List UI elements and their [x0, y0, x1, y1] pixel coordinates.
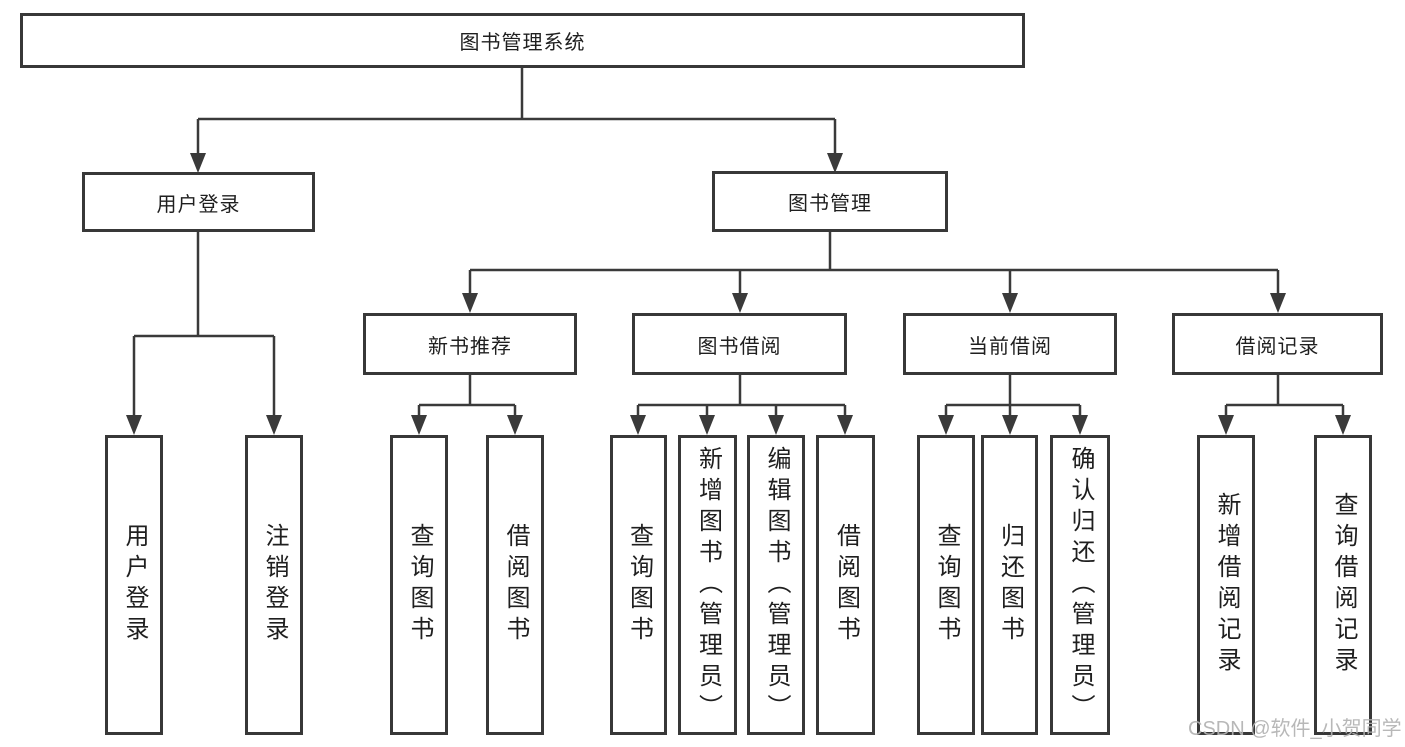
connector-records-to-leaves	[1224, 375, 1345, 416]
leaf-rec-borrow-books-label: 借阅图书	[502, 523, 529, 647]
arrowheads	[126, 153, 1351, 435]
connector-root-to-level2	[196, 68, 837, 154]
node-book-borrow: 图书借阅	[632, 313, 847, 375]
leaf-rec-query-books: 查询图书	[390, 435, 448, 735]
connector-newrec-to-leaves	[417, 375, 517, 416]
leaf-br-add-record: 新增借阅记录	[1197, 435, 1255, 735]
node-borrow-records: 借阅记录	[1172, 313, 1383, 375]
leaf-bb-edit-books-admin: 编辑图书（管理员）	[747, 435, 805, 735]
leaf-user-login-label: 用户登录	[121, 523, 148, 647]
leaf-logout-label: 注销登录	[261, 523, 288, 647]
leaf-bb-query-books-label: 查询图书	[625, 523, 653, 647]
node-book-management: 图书管理	[712, 171, 948, 232]
leaf-br-query-record-label: 查询借阅记录	[1330, 492, 1357, 678]
leaf-cb-query-books: 查询图书	[917, 435, 975, 735]
leaf-br-add-record-label: 新增借阅记录	[1213, 492, 1240, 678]
connector-current-to-leaves	[944, 375, 1082, 416]
leaf-bb-query-books: 查询图书	[610, 435, 667, 735]
leaf-cb-query-books-label: 查询图书	[933, 523, 960, 647]
connector-borrow-to-leaves	[636, 375, 847, 416]
node-user-login: 用户登录	[82, 172, 315, 232]
leaf-cb-confirm-return-admin-label: 确认归还（管理员）	[1067, 445, 1094, 725]
connector-userlogin-to-leaves	[132, 232, 276, 416]
leaf-br-query-record: 查询借阅记录	[1314, 435, 1372, 735]
node-root: 图书管理系统	[20, 13, 1025, 68]
leaf-rec-query-books-label: 查询图书	[406, 523, 433, 647]
leaf-bb-borrow-books-label: 借阅图书	[832, 523, 860, 647]
leaf-cb-confirm-return-admin: 确认归还（管理员）	[1050, 435, 1110, 735]
csdn-watermark: CSDN @软件_小贺同学	[1188, 718, 1402, 740]
leaf-cb-return-books: 归还图书	[981, 435, 1038, 735]
leaf-logout: 注销登录	[245, 435, 303, 735]
leaf-bb-add-books-admin-label: 新增图书（管理员）	[694, 445, 722, 725]
leaf-user-login: 用户登录	[105, 435, 163, 735]
leaf-cb-return-books-label: 归还图书	[996, 523, 1024, 647]
leaf-rec-borrow-books: 借阅图书	[486, 435, 544, 735]
leaf-bb-add-books-admin: 新增图书（管理员）	[678, 435, 737, 735]
node-current-borrow: 当前借阅	[903, 313, 1117, 375]
leaf-bb-edit-books-admin-label: 编辑图书（管理员）	[763, 445, 790, 725]
connector-bookmgmt-to-level3	[468, 232, 1280, 294]
leaf-bb-borrow-books: 借阅图书	[816, 435, 875, 735]
node-new-book-recommend: 新书推荐	[363, 313, 577, 375]
